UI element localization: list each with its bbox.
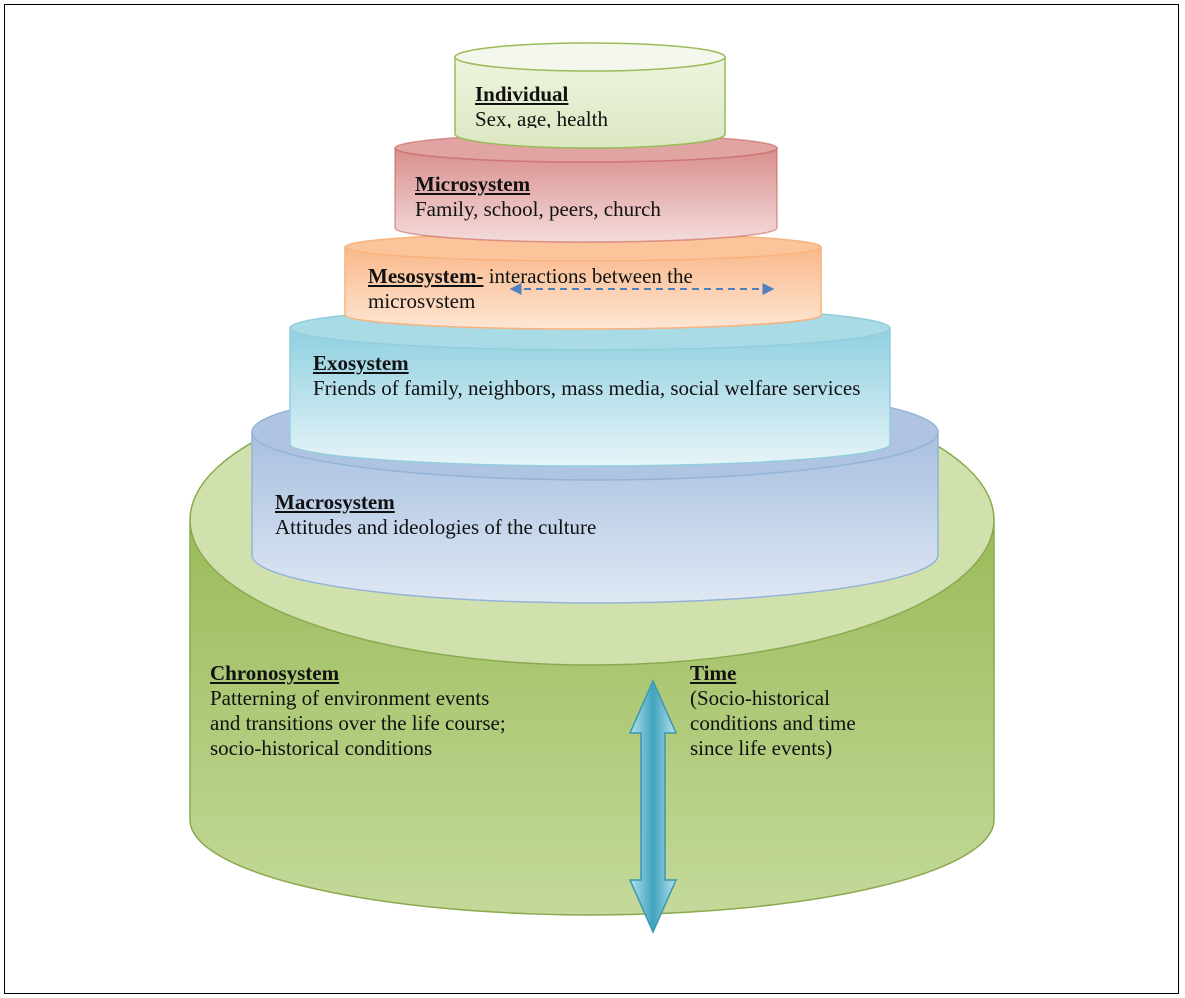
chronosystem-label: Chronosystem Patterning of environment e… <box>210 661 520 761</box>
exosystem-label: Exosystem Friends of family, neighbors, … <box>313 351 873 401</box>
chronosystem-text: Patterning of environment events and tra… <box>210 686 506 760</box>
individual-title: Individual <box>475 82 569 106</box>
time-title: Time <box>690 661 737 685</box>
time-arrow <box>628 679 678 934</box>
macrosystem-text: Attitudes and ideologies of the culture <box>275 515 597 539</box>
individual-label: Individual Sex, age, health <box>475 82 715 128</box>
time-label: Time (Socio-historical conditions and ti… <box>690 661 880 761</box>
microsystem-label: Microsystem Family, school, peers, churc… <box>415 172 765 222</box>
time-text: (Socio-historical conditions and time si… <box>690 686 856 760</box>
exosystem-text: Friends of family, neighbors, mass media… <box>313 376 861 400</box>
individual-cylinder <box>454 42 726 149</box>
macrosystem-title: Macrosystem <box>275 490 395 514</box>
mesosystem-label: Mesosystem- interactions between the mic… <box>368 264 788 308</box>
macrosystem-label: Macrosystem Attitudes and ideologies of … <box>275 490 875 540</box>
mesosystem-text: interactions between the microsystem <box>368 264 693 308</box>
exosystem-title: Exosystem <box>313 351 409 375</box>
chronosystem-title: Chronosystem <box>210 661 340 685</box>
microsystem-text: Family, school, peers, church <box>415 197 661 221</box>
microsystem-title: Microsystem <box>415 172 531 196</box>
mesosystem-title: Mesosystem- <box>368 264 484 288</box>
individual-text: Sex, age, health <box>475 107 608 128</box>
